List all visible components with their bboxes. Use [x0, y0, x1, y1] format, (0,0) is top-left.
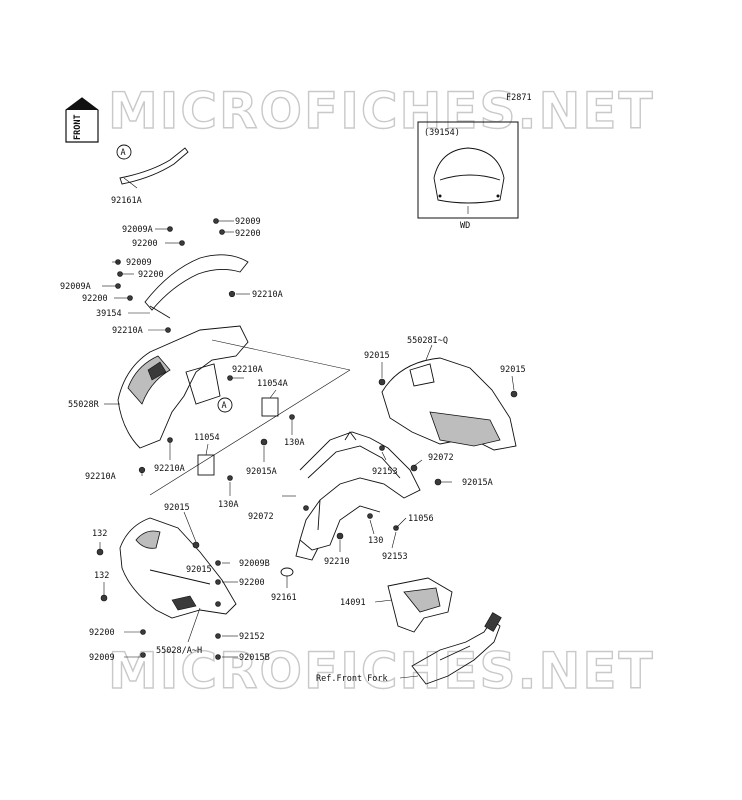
upper-cowl-part — [117, 325, 249, 449]
label-92200-2: 92200 — [235, 229, 261, 239]
label-92015-3: 92015 — [364, 351, 390, 361]
front-label: FRONT — [73, 114, 83, 140]
label-92200-3: 92200 — [138, 270, 164, 280]
label-92200-4: 92200 — [82, 294, 108, 304]
label-11056: 11056 — [408, 514, 434, 524]
label-92153-1: 92153 — [372, 467, 398, 477]
label-92009a-2: 92009A — [60, 282, 91, 292]
label-14091: 14091 — [340, 598, 366, 608]
label-92200-1: 92200 — [132, 239, 158, 249]
label-92161: 92161 — [271, 593, 297, 603]
callout-a-top: A — [116, 144, 132, 160]
label-39154: 39154 — [96, 309, 122, 319]
bracket-11054a-part — [261, 397, 279, 417]
front-fork-part — [411, 612, 502, 685]
label-11054a: 11054A — [257, 379, 288, 389]
label-92072-1: 92072 — [428, 453, 454, 463]
label-92009-1: 92009 — [235, 217, 261, 227]
label-130a-1: 130A — [284, 438, 304, 448]
windscreen-part — [144, 254, 249, 319]
label-92009b: 92009B — [239, 559, 270, 569]
inset-box: (39154) WD — [417, 121, 519, 231]
label-92015a-1: 92015A — [246, 467, 277, 477]
watermark-bottom: MICROFICHES.NET — [108, 642, 655, 700]
trim-strip-part — [119, 147, 189, 185]
svg-text:A: A — [222, 401, 227, 411]
label-92015-1: 92015 — [164, 503, 190, 513]
cover-14091-part — [387, 577, 453, 633]
label-92210a-2: 92210A — [252, 290, 283, 300]
svg-text:A: A — [121, 148, 126, 158]
label-92009-2: 92009 — [126, 258, 152, 268]
label-92210: 92210 — [324, 557, 350, 567]
label-11054: 11054 — [194, 433, 220, 443]
side-cowl-part — [381, 357, 517, 451]
label-130a-2: 130A — [218, 500, 238, 510]
label-92210a-1: 92210A — [112, 326, 143, 336]
label-92161a: 92161A — [111, 196, 142, 206]
label-92015-2: 92015 — [186, 565, 212, 575]
label-55028i-q: 55028I~Q — [407, 336, 448, 346]
watermark-top: MICROFICHES.NET — [108, 82, 655, 140]
label-ref-front-fork: Ref.Front Fork — [316, 674, 388, 684]
label-55028-a-h: 55028/A~H — [156, 646, 202, 656]
label-92200-6: 92200 — [89, 628, 115, 638]
label-92210a-5: 92210A — [85, 472, 116, 482]
label-92015b: 92015B — [239, 653, 270, 663]
callout-a-mid: A — [217, 397, 233, 413]
label-92009a-1: 92009A — [122, 225, 153, 235]
label-132-2: 132 — [94, 571, 109, 581]
label-92015-4: 92015 — [500, 365, 526, 375]
label-92153-2: 92153 — [382, 552, 408, 562]
inset-variant-label: WD — [460, 221, 470, 231]
label-92200-5: 92200 — [239, 578, 265, 588]
label-55028r: 55028R — [68, 400, 100, 410]
front-arrow-icon: FRONT — [65, 97, 99, 143]
label-92072-2: 92072 — [248, 512, 274, 522]
inset-part-label: (39154) — [424, 128, 460, 138]
windscreen-inset-icon — [433, 147, 505, 204]
lower-fairing-part — [119, 517, 237, 619]
label-92009-3: 92009 — [89, 653, 115, 663]
damper-92161-part — [280, 567, 294, 577]
bracket-11054-part — [197, 454, 215, 476]
label-92210a-4: 92210A — [154, 464, 185, 474]
label-132-1: 132 — [92, 529, 107, 539]
label-92210a-3: 92210A — [232, 365, 263, 375]
leader-lines — [99, 177, 515, 679]
figure-code: F2871 — [506, 93, 532, 103]
label-92015a-2: 92015A — [462, 478, 493, 488]
label-130: 130 — [368, 536, 383, 546]
part-labels: 92161A 92009A 92200 92009 92200 92009 92… — [60, 196, 526, 684]
label-92152: 92152 — [239, 632, 265, 642]
cowling-stay-part — [295, 431, 421, 561]
